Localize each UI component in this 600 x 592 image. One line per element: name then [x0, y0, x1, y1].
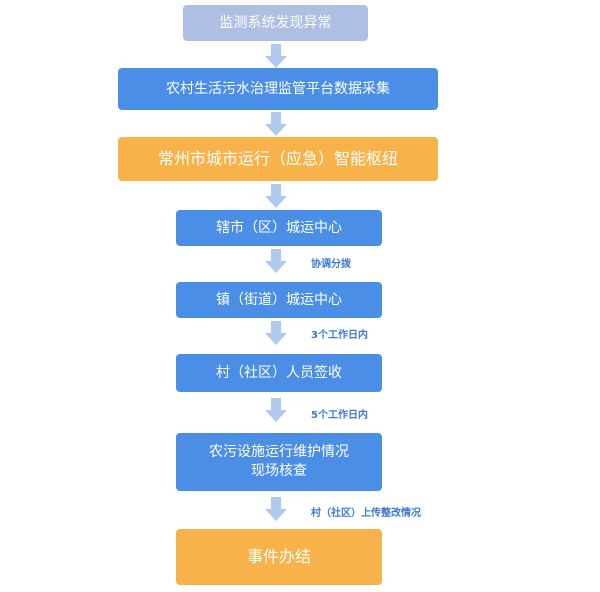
- step-site-inspection: 农污设施运行维护情况 现场核查: [176, 433, 382, 491]
- note-coordinate-dispatch: 协调分拨: [311, 259, 351, 270]
- step-event-closed: 事件办结: [176, 529, 382, 585]
- note-3-working-days: 3个工作日内: [311, 330, 368, 341]
- step-district-center-label: 辖市（区）城运中心: [216, 219, 342, 236]
- down-arrow-icon: [265, 497, 287, 521]
- step-village-receipt-label: 村（社区）人员签收: [216, 364, 342, 381]
- step-smart-hub: 常州市城市运行（应急）智能枢纽: [118, 137, 438, 181]
- step-data-collection-label: 农村生活污水治理监管平台数据采集: [166, 80, 390, 97]
- step-district-center: 辖市（区）城运中心: [176, 210, 382, 246]
- down-arrow-icon: [265, 112, 287, 136]
- down-arrow-icon: [265, 321, 287, 345]
- down-arrow-icon: [265, 249, 287, 273]
- down-arrow-icon: [265, 398, 287, 422]
- step-monitoring-detect: 监测系统发现异常: [183, 5, 368, 41]
- down-arrow-icon: [265, 44, 287, 68]
- step-event-closed-label: 事件办结: [246, 547, 311, 567]
- down-arrow-icon: [265, 184, 287, 208]
- step-village-receipt: 村（社区）人员签收: [176, 354, 382, 392]
- step-town-center-label: 镇（街道）城运中心: [216, 291, 342, 308]
- step-monitoring-detect-label: 监测系统发现异常: [219, 14, 332, 31]
- note-village-upload-rectification: 村（社区）上传整改情况: [311, 508, 421, 519]
- note-5-working-days: 5个工作日内: [311, 410, 368, 421]
- step-town-center: 镇（街道）城运中心: [176, 282, 382, 318]
- step-site-inspection-label: 农污设施运行维护情况 现场核查: [209, 444, 349, 479]
- step-data-collection: 农村生活污水治理监管平台数据采集: [118, 68, 438, 110]
- step-smart-hub-label: 常州市城市运行（应急）智能枢纽: [157, 149, 398, 169]
